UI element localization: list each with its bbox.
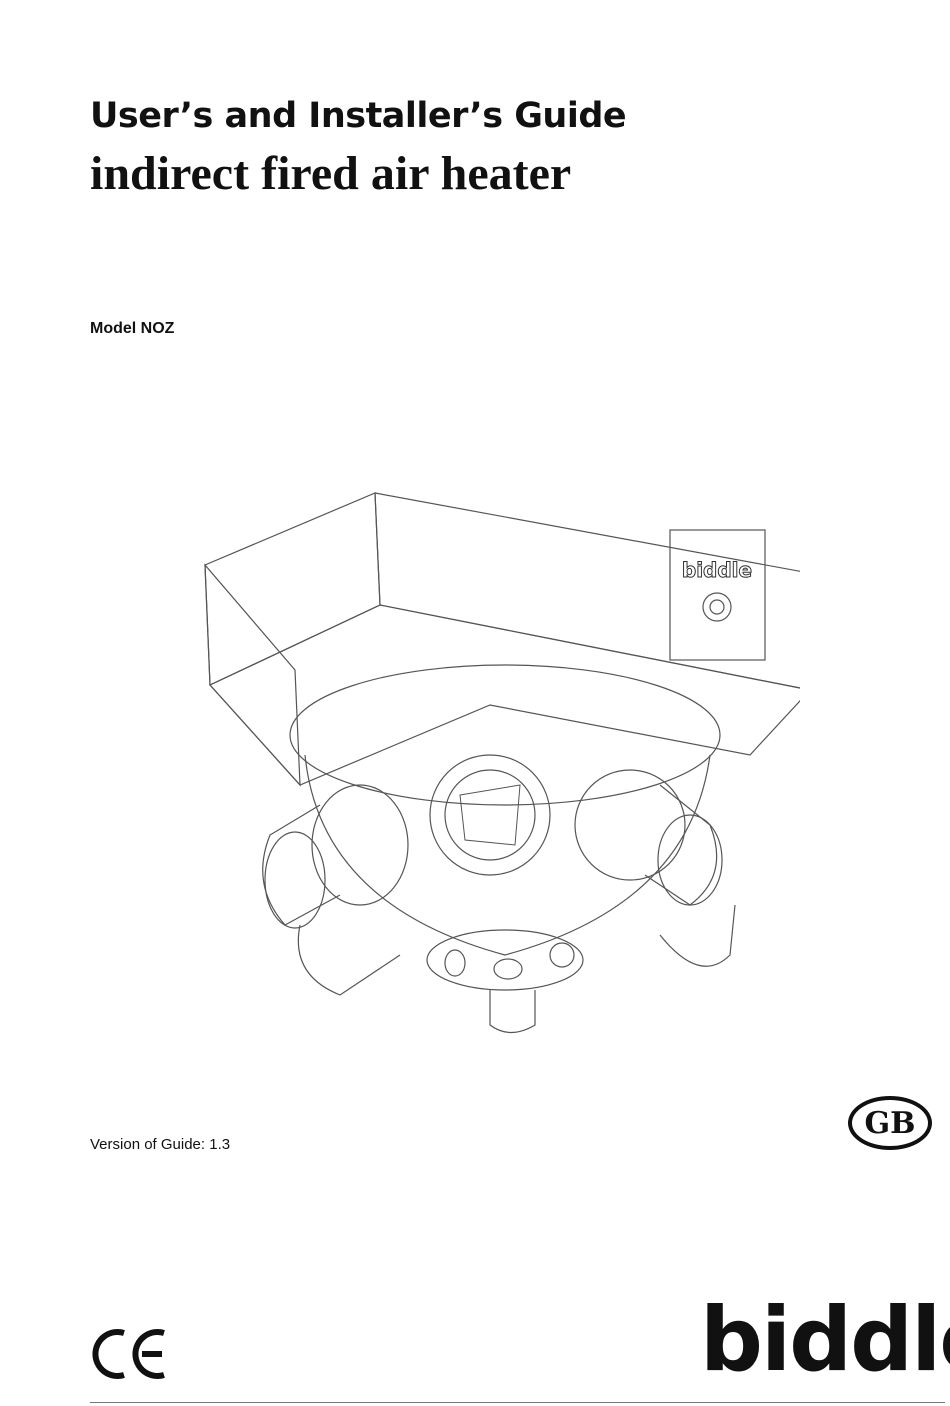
nozzle-left [311,784,409,906]
country-badge: GB [848,1096,932,1150]
dome-rim [289,664,721,806]
housing-left-face [204,492,381,686]
dome-body [304,754,711,956]
nozzle-right [574,769,686,881]
guide-title: indirect fired air heater [90,147,572,200]
nozzle-lower-right [659,904,736,967]
bottom-ring [426,929,584,991]
control-knob-icon [702,592,732,622]
guide-subtitle: User’s and Installer’s Guide [90,96,627,136]
housing-bottom-face [209,604,800,786]
brand-logo: biddle [700,1288,950,1391]
bottom-nozzle [489,990,536,1034]
guide-version: Version of Guide: 1.3 [90,1136,231,1153]
nozzle-center [429,754,551,876]
nozzle-lower-left [297,924,401,996]
ce-mark-icon [92,1329,165,1379]
housing-front-face [204,563,301,787]
heater-illustration: biddle [204,492,800,1034]
model-label: Model NOZ [90,320,175,337]
footer-divider [90,1402,945,1403]
control-box [669,529,766,661]
control-box-logo: biddle [682,558,752,582]
